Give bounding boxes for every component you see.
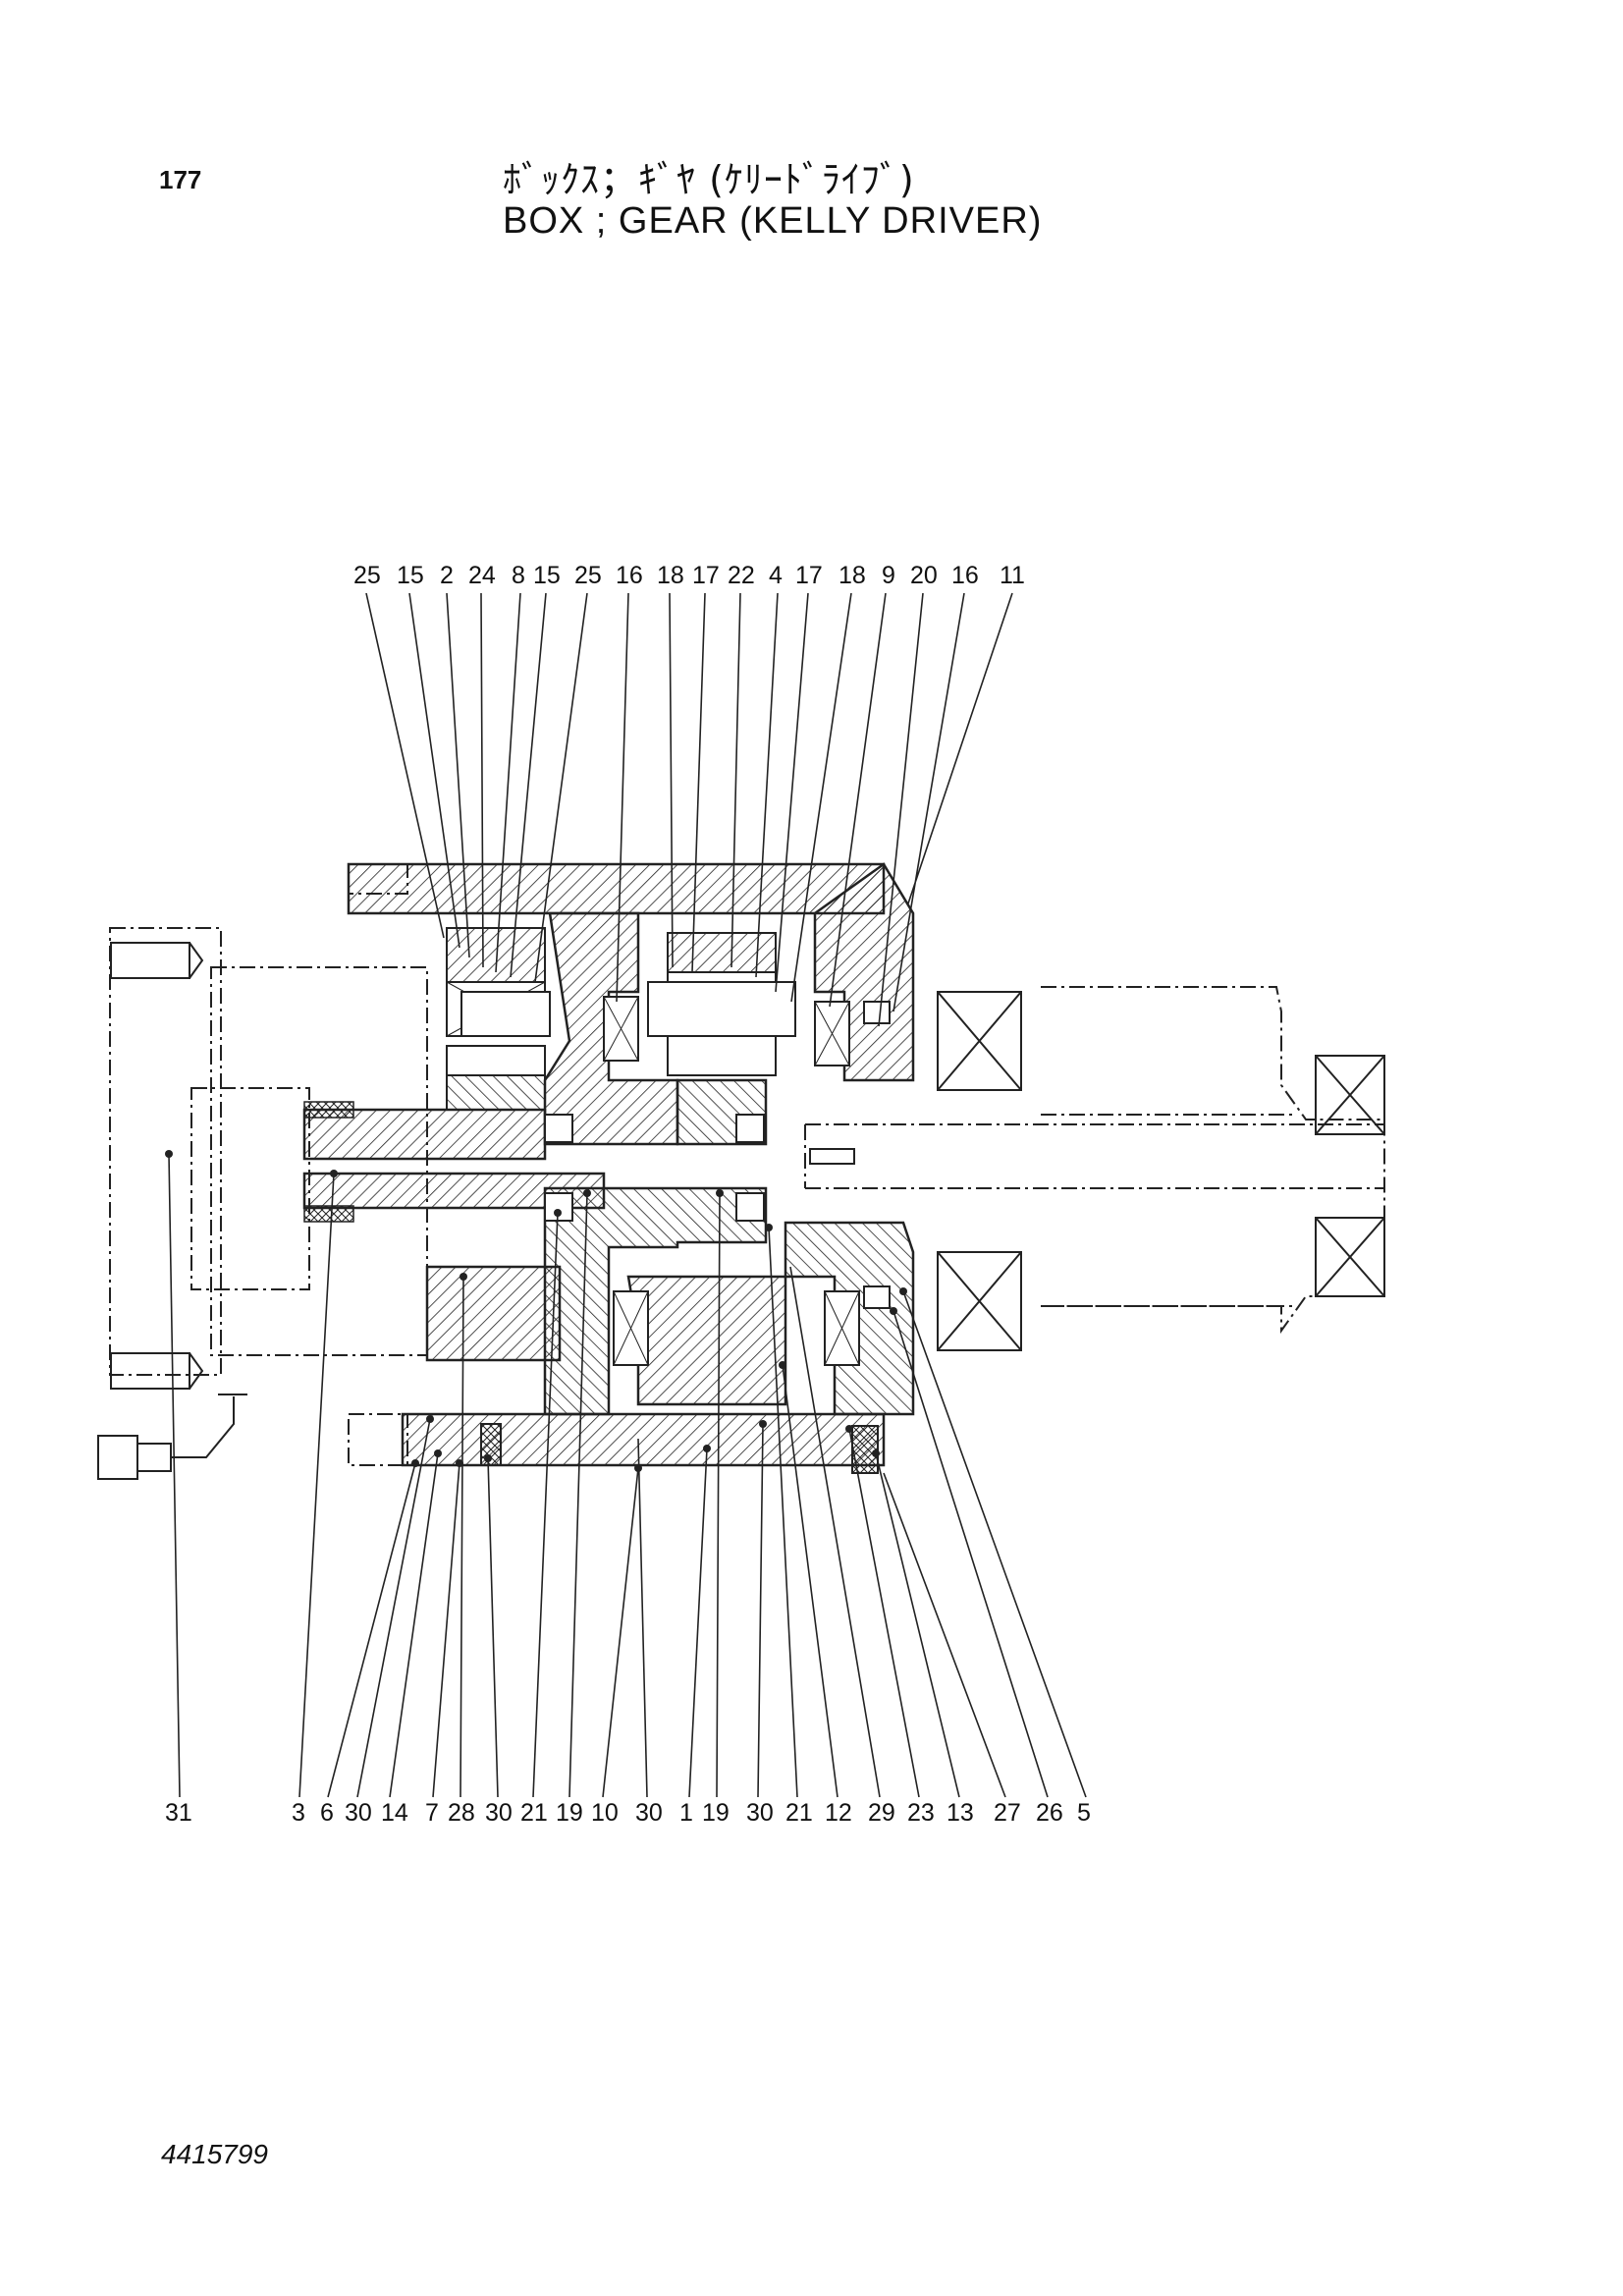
planetary-carrier-lower <box>425 1186 787 1416</box>
callout-label: 16 <box>951 562 979 589</box>
leader-lines-top <box>365 592 1013 1027</box>
callout-label: 27 <box>994 1799 1021 1827</box>
callout-label: 16 <box>616 562 643 589</box>
callout-label: 22 <box>728 562 755 589</box>
callout-label: 19 <box>702 1799 730 1827</box>
output-bearings <box>809 991 1385 1351</box>
callout-label: 21 <box>785 1799 813 1827</box>
callout-label: 31 <box>165 1799 192 1827</box>
callout-label: 15 <box>397 562 424 589</box>
callout-label: 6 <box>320 1799 334 1827</box>
callout-label: 30 <box>635 1799 663 1827</box>
callout-label: 19 <box>556 1799 583 1827</box>
callout-label: 21 <box>520 1799 548 1827</box>
callout-label: 17 <box>795 562 823 589</box>
document-number: 4415799 <box>161 2139 269 2169</box>
leader-arrowheads <box>165 1150 907 1472</box>
callout-label: 11 <box>1000 562 1025 589</box>
callouts-top: 25 15 2 24 8 15 25 16 18 17 22 4 17 18 9… <box>353 562 1025 589</box>
title-japanese: ﾎﾞｯｸｽ；ｷﾞﾔ (ｹﾘｰﾄﾞﾗｲﾌﾞ) <box>503 158 915 201</box>
callout-label: 14 <box>381 1799 408 1827</box>
callout-label: 20 <box>910 562 938 589</box>
bearings <box>446 927 891 1474</box>
output-shaft <box>804 986 1385 1335</box>
callout-label: 25 <box>353 562 381 589</box>
callout-label: 10 <box>591 1799 619 1827</box>
callout-label: 12 <box>825 1799 852 1827</box>
callout-label: 23 <box>907 1799 935 1827</box>
callout-label: 2 <box>440 562 454 589</box>
hydraulic-fitting <box>97 1394 247 1480</box>
callout-label: 30 <box>485 1799 513 1827</box>
callout-label: 24 <box>468 562 496 589</box>
callout-label: 29 <box>868 1799 895 1827</box>
callout-label: 8 <box>512 562 525 589</box>
callout-label: 18 <box>839 562 866 589</box>
callout-label: 9 <box>882 562 895 589</box>
callout-label: 4 <box>769 562 783 589</box>
callout-label: 25 <box>574 562 602 589</box>
page-number: 177 <box>159 165 202 194</box>
callout-label: 13 <box>947 1799 974 1827</box>
title-english: BOX ; GEAR (KELLY DRIVER) <box>503 200 1043 242</box>
callout-label: 17 <box>692 562 720 589</box>
callout-label: 18 <box>657 562 684 589</box>
callout-label: 3 <box>292 1799 305 1827</box>
callout-label: 1 <box>679 1799 693 1827</box>
callout-label: 15 <box>533 562 561 589</box>
callout-label: 28 <box>448 1799 475 1827</box>
callout-label: 5 <box>1077 1799 1091 1827</box>
input-shaft <box>302 1101 606 1223</box>
callout-label: 7 <box>425 1799 439 1827</box>
planet-pins <box>460 981 796 1037</box>
leader-lines-bottom <box>168 1153 1087 1798</box>
callout-label: 30 <box>345 1799 372 1827</box>
callout-label: 26 <box>1036 1799 1063 1827</box>
motor-bolts <box>110 942 204 1390</box>
motor-housing <box>109 927 428 1376</box>
callouts-bottom: 31 3 6 30 14 7 28 30 21 19 10 30 1 19 30… <box>165 1799 1091 1827</box>
callout-label: 30 <box>746 1799 774 1827</box>
